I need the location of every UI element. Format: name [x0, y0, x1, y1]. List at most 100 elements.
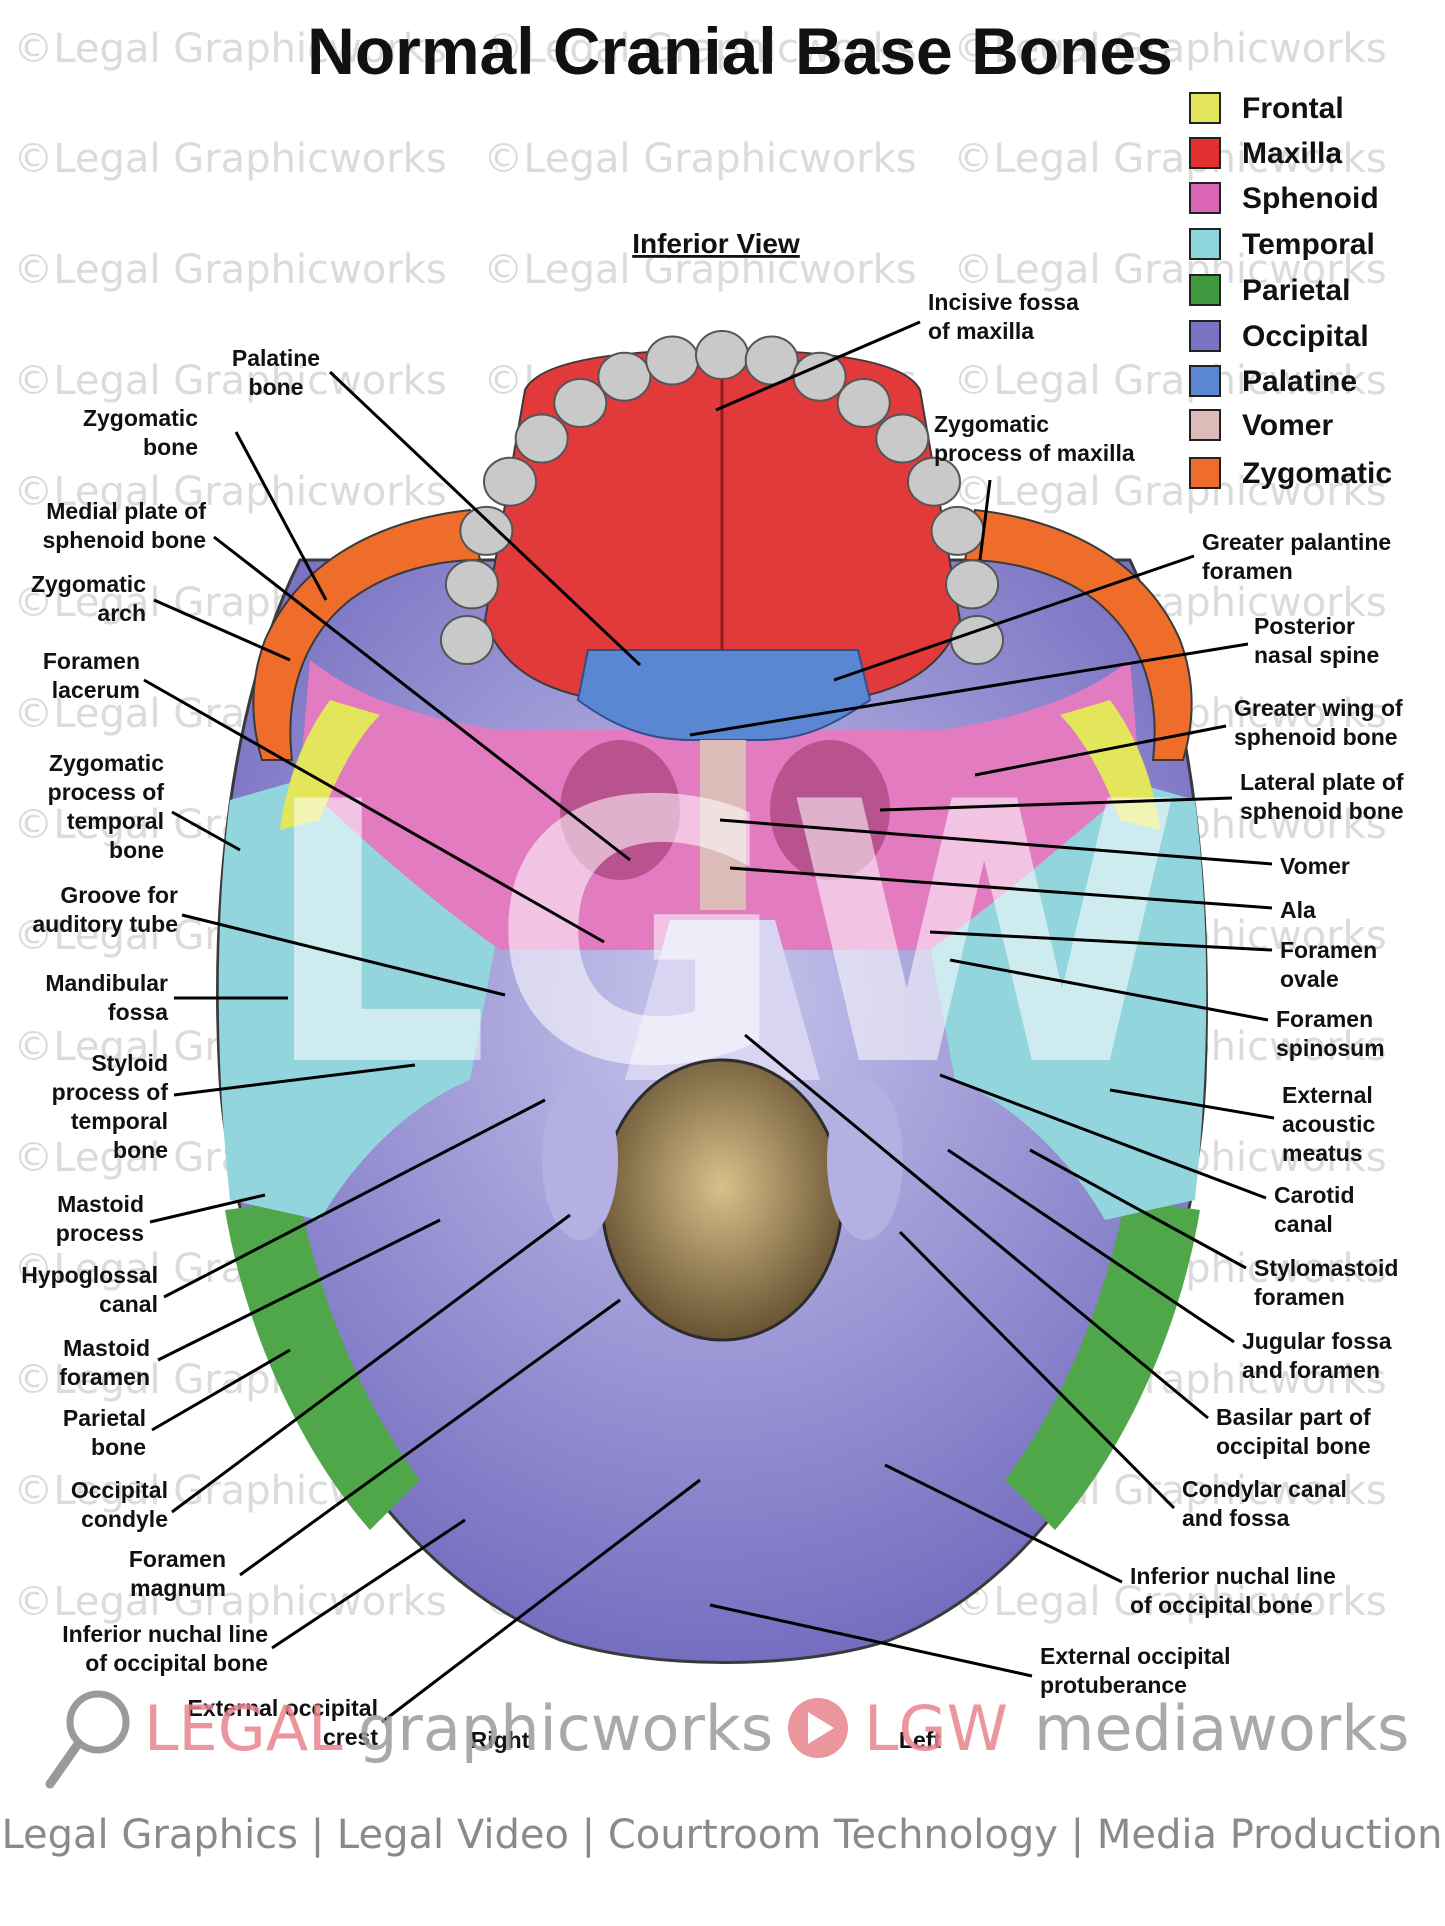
label-line: Medial plate of — [46, 498, 206, 524]
label-line: foramen — [1254, 1284, 1345, 1310]
leader-line — [929, 930, 1273, 952]
label-line: acoustic — [1282, 1111, 1376, 1137]
label-line: occipital bone — [1216, 1433, 1371, 1459]
watermark-text: ©Legal Graphicworks — [953, 469, 1386, 515]
label-line: Foramen — [43, 648, 140, 674]
leader-line — [729, 866, 1273, 910]
play-icon — [788, 1698, 848, 1758]
watermark-text: ©Legal Graphicworks — [13, 358, 446, 404]
watermark-text: ©Legal Graphicworks — [13, 469, 446, 515]
label-left: Left — [899, 1727, 942, 1753]
leader-line — [381, 1478, 701, 1724]
label-line: Foramen — [1280, 937, 1377, 963]
label-line: Basilar part of — [1216, 1404, 1371, 1430]
label-line: of occipital bone — [1130, 1592, 1313, 1618]
legend-label: Frontal — [1242, 92, 1344, 125]
lgw-monogram-watermark: LGW — [261, 726, 1183, 1145]
leader-line — [151, 1348, 291, 1432]
label-line: External occipital — [188, 1695, 378, 1721]
leader-line — [719, 818, 1273, 866]
label-line: Hypoglossal — [21, 1262, 158, 1288]
label-line: temporal — [67, 808, 164, 834]
label-line: nasal spine — [1254, 642, 1379, 668]
parietal-bone-right-region — [1005, 1200, 1200, 1530]
brand-lgw: LGW — [864, 1692, 1008, 1765]
label-line: Groove for — [60, 882, 178, 908]
label-line: Stylomastoid — [1254, 1255, 1398, 1281]
label-line: foramen — [59, 1364, 150, 1390]
tooth — [459, 505, 514, 556]
leader-line — [234, 431, 328, 601]
leader-line — [171, 1213, 571, 1514]
leader-line — [715, 320, 921, 412]
label-line: sphenoid bone — [42, 527, 206, 553]
tooth — [792, 351, 847, 402]
leader-line — [949, 958, 1269, 1022]
label-line: process of — [48, 779, 165, 805]
tooth — [930, 505, 985, 556]
watermark-text: ©Legal Graphicworks — [483, 136, 916, 182]
label-line: Foramen — [129, 1546, 226, 1572]
tooth — [645, 335, 700, 386]
label-line: protuberance — [1040, 1672, 1187, 1698]
magnifier-icon — [45, 1690, 130, 1789]
label-line: arch — [97, 600, 146, 626]
legend-swatch — [1189, 457, 1221, 489]
label-line: Left — [899, 1727, 942, 1753]
label-line: meatus — [1282, 1140, 1363, 1166]
label-line: crest — [323, 1724, 378, 1750]
legend-label: Parietal — [1242, 274, 1350, 307]
upper-teeth — [440, 330, 1004, 665]
leader-line — [884, 1463, 1123, 1584]
label-line: bone — [249, 374, 304, 400]
label-external-acoustic-meatus: External acoustic meatus — [1282, 1082, 1376, 1166]
tooth — [597, 351, 652, 402]
leader-line — [689, 642, 1249, 737]
watermark-text: ©Legal Graphicworks — [483, 26, 916, 72]
tagline: Legal Graphics | Legal Video | Courtroom… — [1, 1812, 1442, 1858]
leader-lines — [143, 320, 1275, 1724]
leader-line — [709, 1603, 1033, 1678]
label-line: Mandibular — [45, 970, 168, 996]
leader-line — [271, 1518, 466, 1650]
page-title: Normal Cranial Base Bones — [307, 14, 1173, 88]
label-line: Inferior nuchal line — [62, 1621, 268, 1647]
label-line: of maxilla — [928, 318, 1034, 344]
label-line: Vomer — [1280, 853, 1350, 879]
leader-line — [833, 554, 1195, 682]
label-line: Mastoid — [63, 1335, 150, 1361]
leader-line — [143, 678, 605, 944]
label-line: canal — [1274, 1211, 1333, 1237]
watermark-text: ©Legal Graphicworks — [483, 247, 916, 293]
label-line: Greater wing of — [1234, 695, 1403, 721]
tooth — [945, 559, 1000, 610]
leader-line — [213, 535, 631, 862]
legend-item-occipital: Occipital — [1189, 320, 1369, 353]
leader-line — [1109, 1088, 1275, 1120]
label-medial-plate: Medial plate of sphenoid bone — [42, 498, 206, 553]
watermark-text: ©Legal Graphicworks — [13, 247, 446, 293]
legend-swatch — [1189, 228, 1221, 260]
tooth — [907, 456, 961, 507]
watermark-text: ©Legal Graphicworks — [953, 247, 1386, 293]
leader-line — [1029, 1148, 1247, 1270]
watermark-text: ©Legal Graphicworks — [953, 26, 1386, 72]
label-right: Right — [471, 1727, 530, 1753]
leader-line — [163, 1098, 546, 1299]
leader-line — [157, 1218, 441, 1362]
label-line: External — [1282, 1082, 1373, 1108]
tooth — [444, 559, 499, 610]
label-line: canal — [99, 1291, 158, 1317]
